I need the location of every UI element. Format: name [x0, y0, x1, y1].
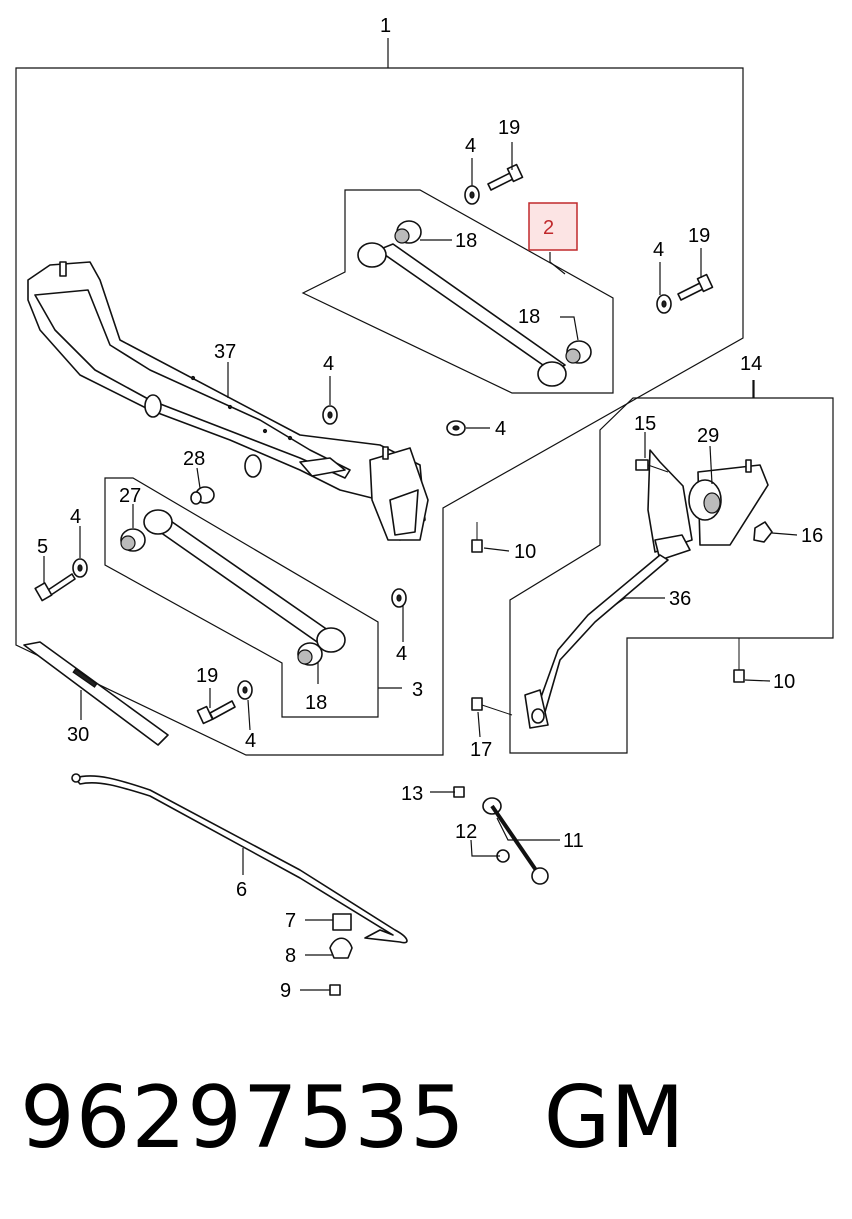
callout-4-right: 4 [653, 239, 664, 261]
callout-6: 6 [236, 879, 247, 901]
callout-7: 7 [285, 910, 296, 932]
callout-13: 13 [401, 783, 423, 805]
callout-30: 30 [67, 724, 89, 746]
brand-name: GM [543, 1068, 685, 1168]
washer-4 [72, 185, 672, 700]
highlight-box-part-2 [528, 202, 578, 251]
callout-18-right: 18 [518, 306, 540, 328]
trailing-bracket-assembly [471, 449, 773, 729]
callout-17: 17 [470, 739, 492, 761]
callout-4-top: 4 [465, 135, 476, 157]
callout-15: 15 [634, 413, 656, 435]
bolt-19 [196, 163, 714, 725]
callout-4-center: 4 [323, 353, 334, 375]
callout-9: 9 [280, 980, 291, 1002]
callout-4-lowright: 4 [396, 643, 407, 665]
leader-lines [43, 142, 798, 991]
callout-12: 12 [455, 821, 477, 843]
callout-16: 16 [801, 525, 823, 547]
part-number-footer: 96297535 GM [20, 1068, 840, 1178]
part-number: 96297535 [20, 1068, 466, 1168]
bolt-5 [34, 573, 76, 602]
callout-37: 37 [214, 341, 236, 363]
callout-28: 28 [183, 448, 205, 470]
bolt-10 [471, 522, 745, 683]
callout-3: 3 [412, 679, 423, 701]
callout-18-top: 18 [455, 230, 477, 252]
upper-control-arm [357, 220, 592, 387]
callout-2: 2 [543, 217, 554, 239]
callout-36: 36 [669, 588, 691, 610]
callout-1: 1 [380, 15, 391, 37]
bar-30 [23, 641, 169, 746]
assembly-3-frame [104, 477, 379, 718]
callout-18-bottom: 18 [305, 692, 327, 714]
assembly-14-frame [509, 380, 834, 754]
callout-29: 29 [697, 425, 719, 447]
callout-14: 14 [740, 353, 762, 375]
assembly-2-frame [301, 189, 614, 394]
callout-27: 27 [119, 485, 141, 507]
callout-labels: 1 2 19 4 18 19 4 18 37 4 14 4 15 29 28 2… [37, 15, 823, 1002]
callout-4-bottom: 4 [245, 730, 256, 752]
lower-control-arm [120, 509, 346, 666]
callout-4-mid: 4 [495, 418, 506, 440]
callout-4-left: 4 [70, 506, 81, 528]
callout-19-bottom: 19 [196, 665, 218, 687]
stabilizer-bar [71, 773, 408, 996]
callout-10-right: 10 [773, 671, 795, 693]
callout-19-top: 19 [498, 117, 520, 139]
callout-19-right: 19 [688, 225, 710, 247]
callout-11: 11 [563, 830, 584, 852]
callout-8: 8 [285, 945, 296, 967]
rear-crossmember [27, 261, 429, 541]
bushing-28 [190, 486, 215, 505]
callout-5: 5 [37, 536, 48, 558]
callout-10-mid: 10 [514, 541, 536, 563]
